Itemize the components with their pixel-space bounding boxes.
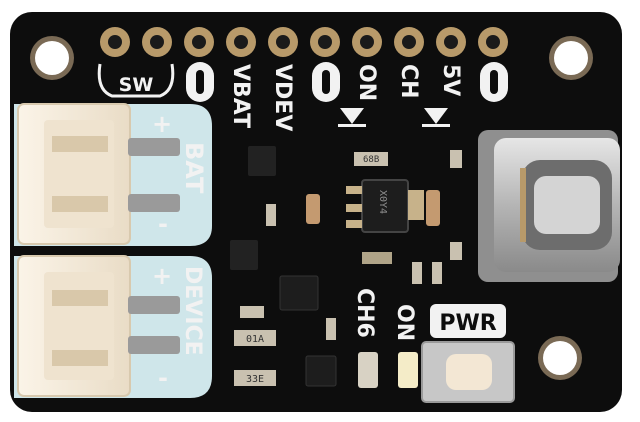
resistor-marking-r3: 33E [246,374,264,385]
small-components [230,146,462,387]
led-on-indicator [398,352,418,388]
device-minus: - [158,364,168,392]
device-plus: + [152,262,172,290]
label-device: DEVICE [180,266,205,356]
pwr-label-box [430,304,506,338]
label-ch-header: CH [396,64,421,99]
header-pads [100,27,508,57]
led-symbol-icon [338,108,450,127]
main-ic-chip: X0Y4 [346,179,424,233]
resistor-marking-r1: 68B [363,155,379,165]
led-ch-indicator [358,352,378,388]
label-pwr: PWR [439,311,496,336]
resistor-marking-r2: 01A [246,334,264,345]
label-on-board: ON [392,304,417,341]
usb-c-port [478,130,620,282]
bat-minus: - [158,210,168,238]
mounting-holes [30,36,593,380]
sw-bracket [97,63,175,98]
label-vdev: VDEV [270,64,295,131]
ground-markers [186,62,508,102]
label-sw: SW [119,74,154,96]
label-5v: 5V [438,64,463,96]
label-vbat: VBAT [228,64,253,128]
bat-connector [17,103,180,245]
label-bat: BAT [180,142,208,194]
power-button[interactable] [421,341,515,403]
label-on-header: ON [354,64,379,101]
ic-marking-u1: X0Y4 [377,190,388,214]
label-ch6: CH6 [352,288,377,338]
device-connector [17,255,180,397]
bat-plus: + [152,110,172,138]
